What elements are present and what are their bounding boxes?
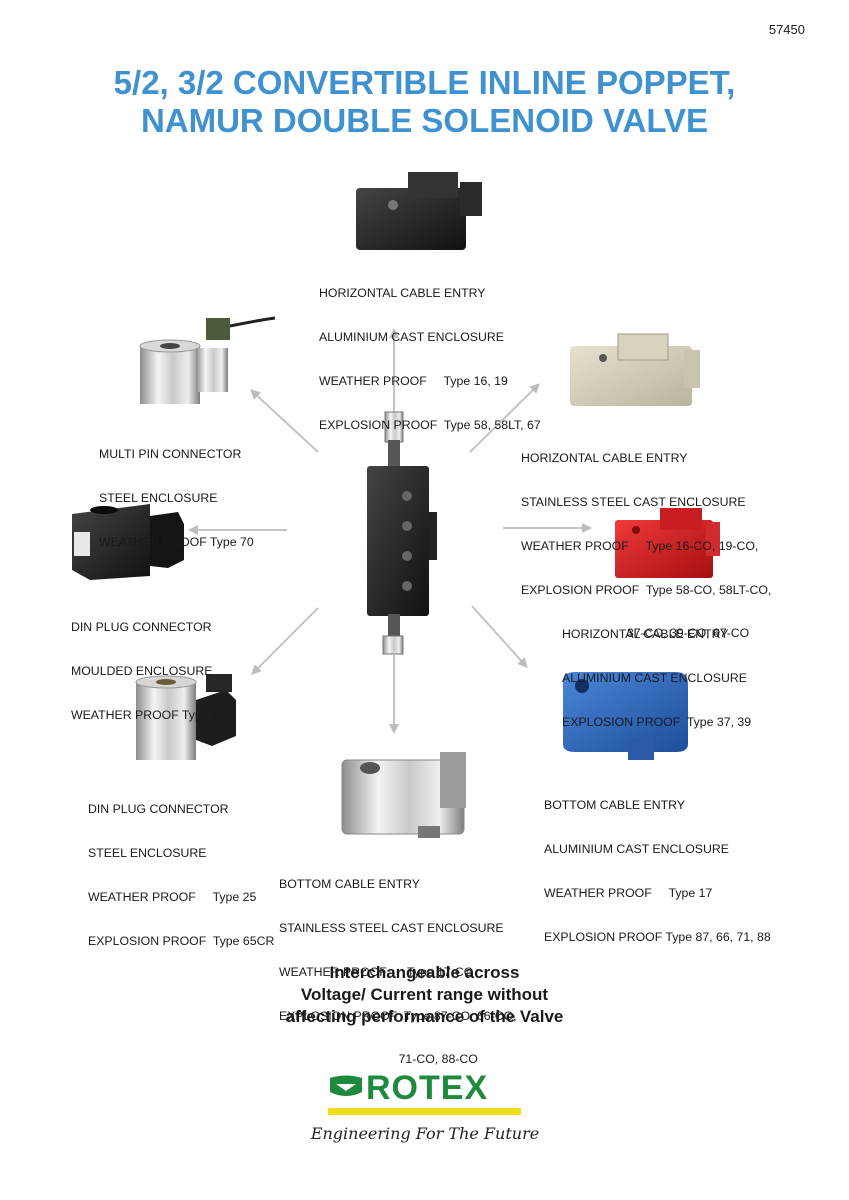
coil-image-left (72, 504, 184, 580)
coil-image-lower-right (563, 672, 688, 760)
rotex-logo-emblem (328, 1075, 521, 1115)
arrows (188, 328, 592, 734)
coil-image-bottom (341, 752, 466, 838)
variant-upper-left-label: MULTI PIN CONNECTOR STEEL ENCLOSURE WEAT… (99, 447, 254, 549)
arrow-lower-right (471, 605, 528, 668)
coil-image-lower-left (135, 674, 236, 760)
coil-image-upper-left (139, 316, 276, 404)
variant-right-label: HORIZONTAL CABLE ENTRY ALUMINIUM CAST EN… (562, 627, 752, 729)
variant-left-label: DIN PLUG CONNECTOR MOULDED ENCLOSURE WEA… (71, 620, 226, 722)
tagline: Interchangeable across Voltage/ Current … (285, 963, 564, 1026)
brand-slogan: Engineering For The Future (310, 1124, 540, 1143)
brand-name: ROTEX (366, 1069, 489, 1107)
arrow-upper-right (469, 383, 540, 453)
coil-image-right (615, 508, 720, 578)
variant-lower-right-label: BOTTOM CABLE ENTRY ALUMINIUM CAST ENCLOS… (544, 798, 771, 944)
coil-image-top (356, 172, 482, 250)
variant-upper-right-label: HORIZONTAL CABLE ENTRY STAINLESS STEEL C… (521, 451, 772, 641)
document-number: 57450 (768, 22, 805, 37)
variant-lower-left-label: DIN PLUG CONNECTOR STEEL ENCLOSURE WEATH… (88, 802, 275, 948)
arrow-upper-left (250, 389, 319, 453)
arrow-lower-left (251, 607, 319, 675)
variant-top-label: HORIZONTAL CABLE ENTRY ALUMINIUM CAST EN… (319, 286, 541, 432)
variant-bottom-label: BOTTOM CABLE ENTRY STAINLESS STEEL CAST … (279, 877, 517, 1067)
page-title-line-1: 5/2, 3/2 CONVERTIBLE INLINE POPPET, (113, 64, 736, 101)
valve-body-image (367, 411, 437, 655)
coil-image-upper-right (570, 333, 700, 406)
page-title-line-2: NAMUR DOUBLE SOLENOID VALVE (140, 102, 709, 139)
